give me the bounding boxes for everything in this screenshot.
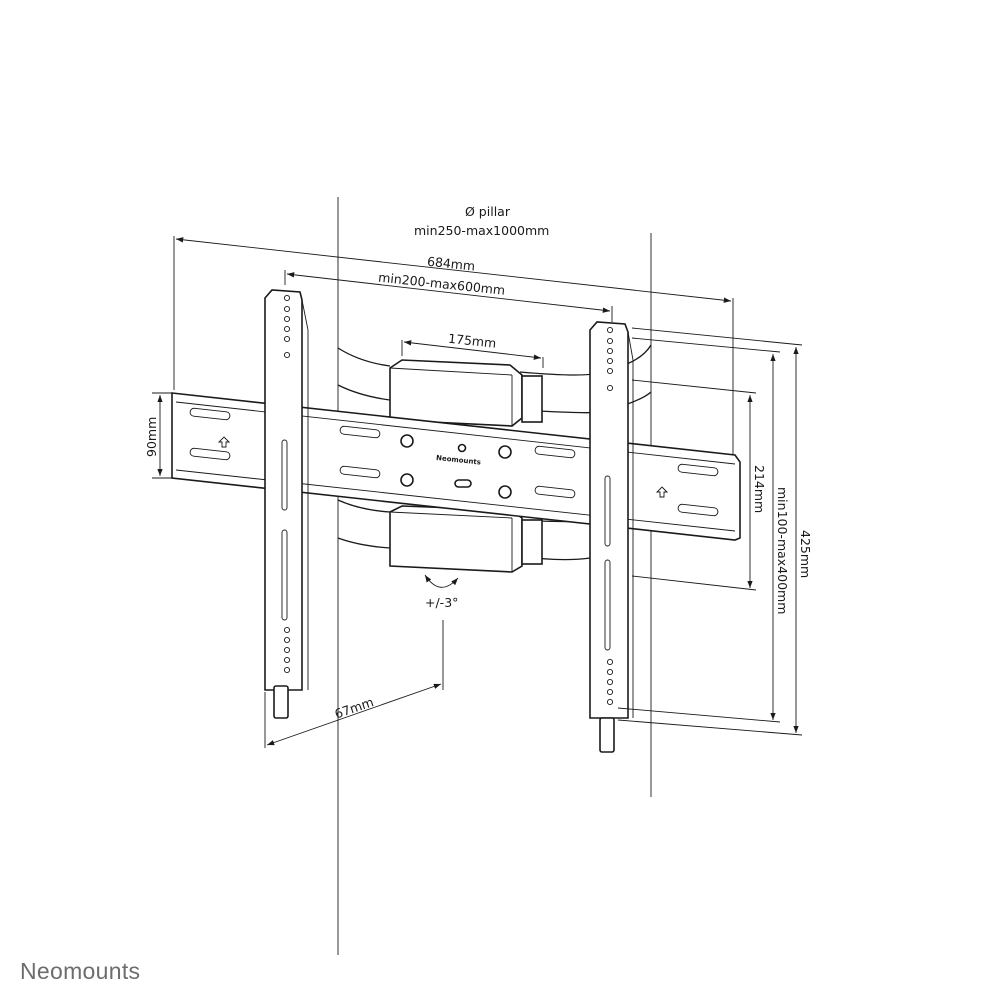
pillar-range-label: min250-max1000mm bbox=[414, 223, 549, 238]
pillar-label: Ø pillar bbox=[465, 204, 511, 219]
left-vertical-arm bbox=[264, 289, 309, 719]
depth-label: 67mm bbox=[333, 694, 376, 721]
bracket-width-label: 175mm bbox=[447, 331, 497, 351]
bracket-height-label: 214mm bbox=[752, 465, 767, 513]
dimension-lines bbox=[152, 236, 803, 748]
tilt-arrow-icon bbox=[424, 574, 459, 588]
safety-pin bbox=[599, 717, 615, 753]
right-vertical-arm bbox=[589, 321, 634, 753]
safety-pin bbox=[273, 685, 289, 719]
lower-clamp-block bbox=[389, 505, 543, 573]
total-width-label: 684mm bbox=[426, 254, 476, 274]
up-arrow-icon bbox=[655, 486, 669, 498]
tilt-label: +/-3° bbox=[425, 595, 458, 610]
upper-clamp-block bbox=[389, 359, 543, 427]
brand-logo: Neomounts bbox=[20, 958, 141, 984]
total-height-label: 425mm bbox=[798, 530, 813, 578]
up-arrow-icon bbox=[217, 436, 231, 448]
rail-height-label: 90mm bbox=[144, 417, 159, 457]
vesa-height-label: min100-max400mm bbox=[775, 487, 790, 614]
bolt-icons bbox=[400, 434, 512, 499]
